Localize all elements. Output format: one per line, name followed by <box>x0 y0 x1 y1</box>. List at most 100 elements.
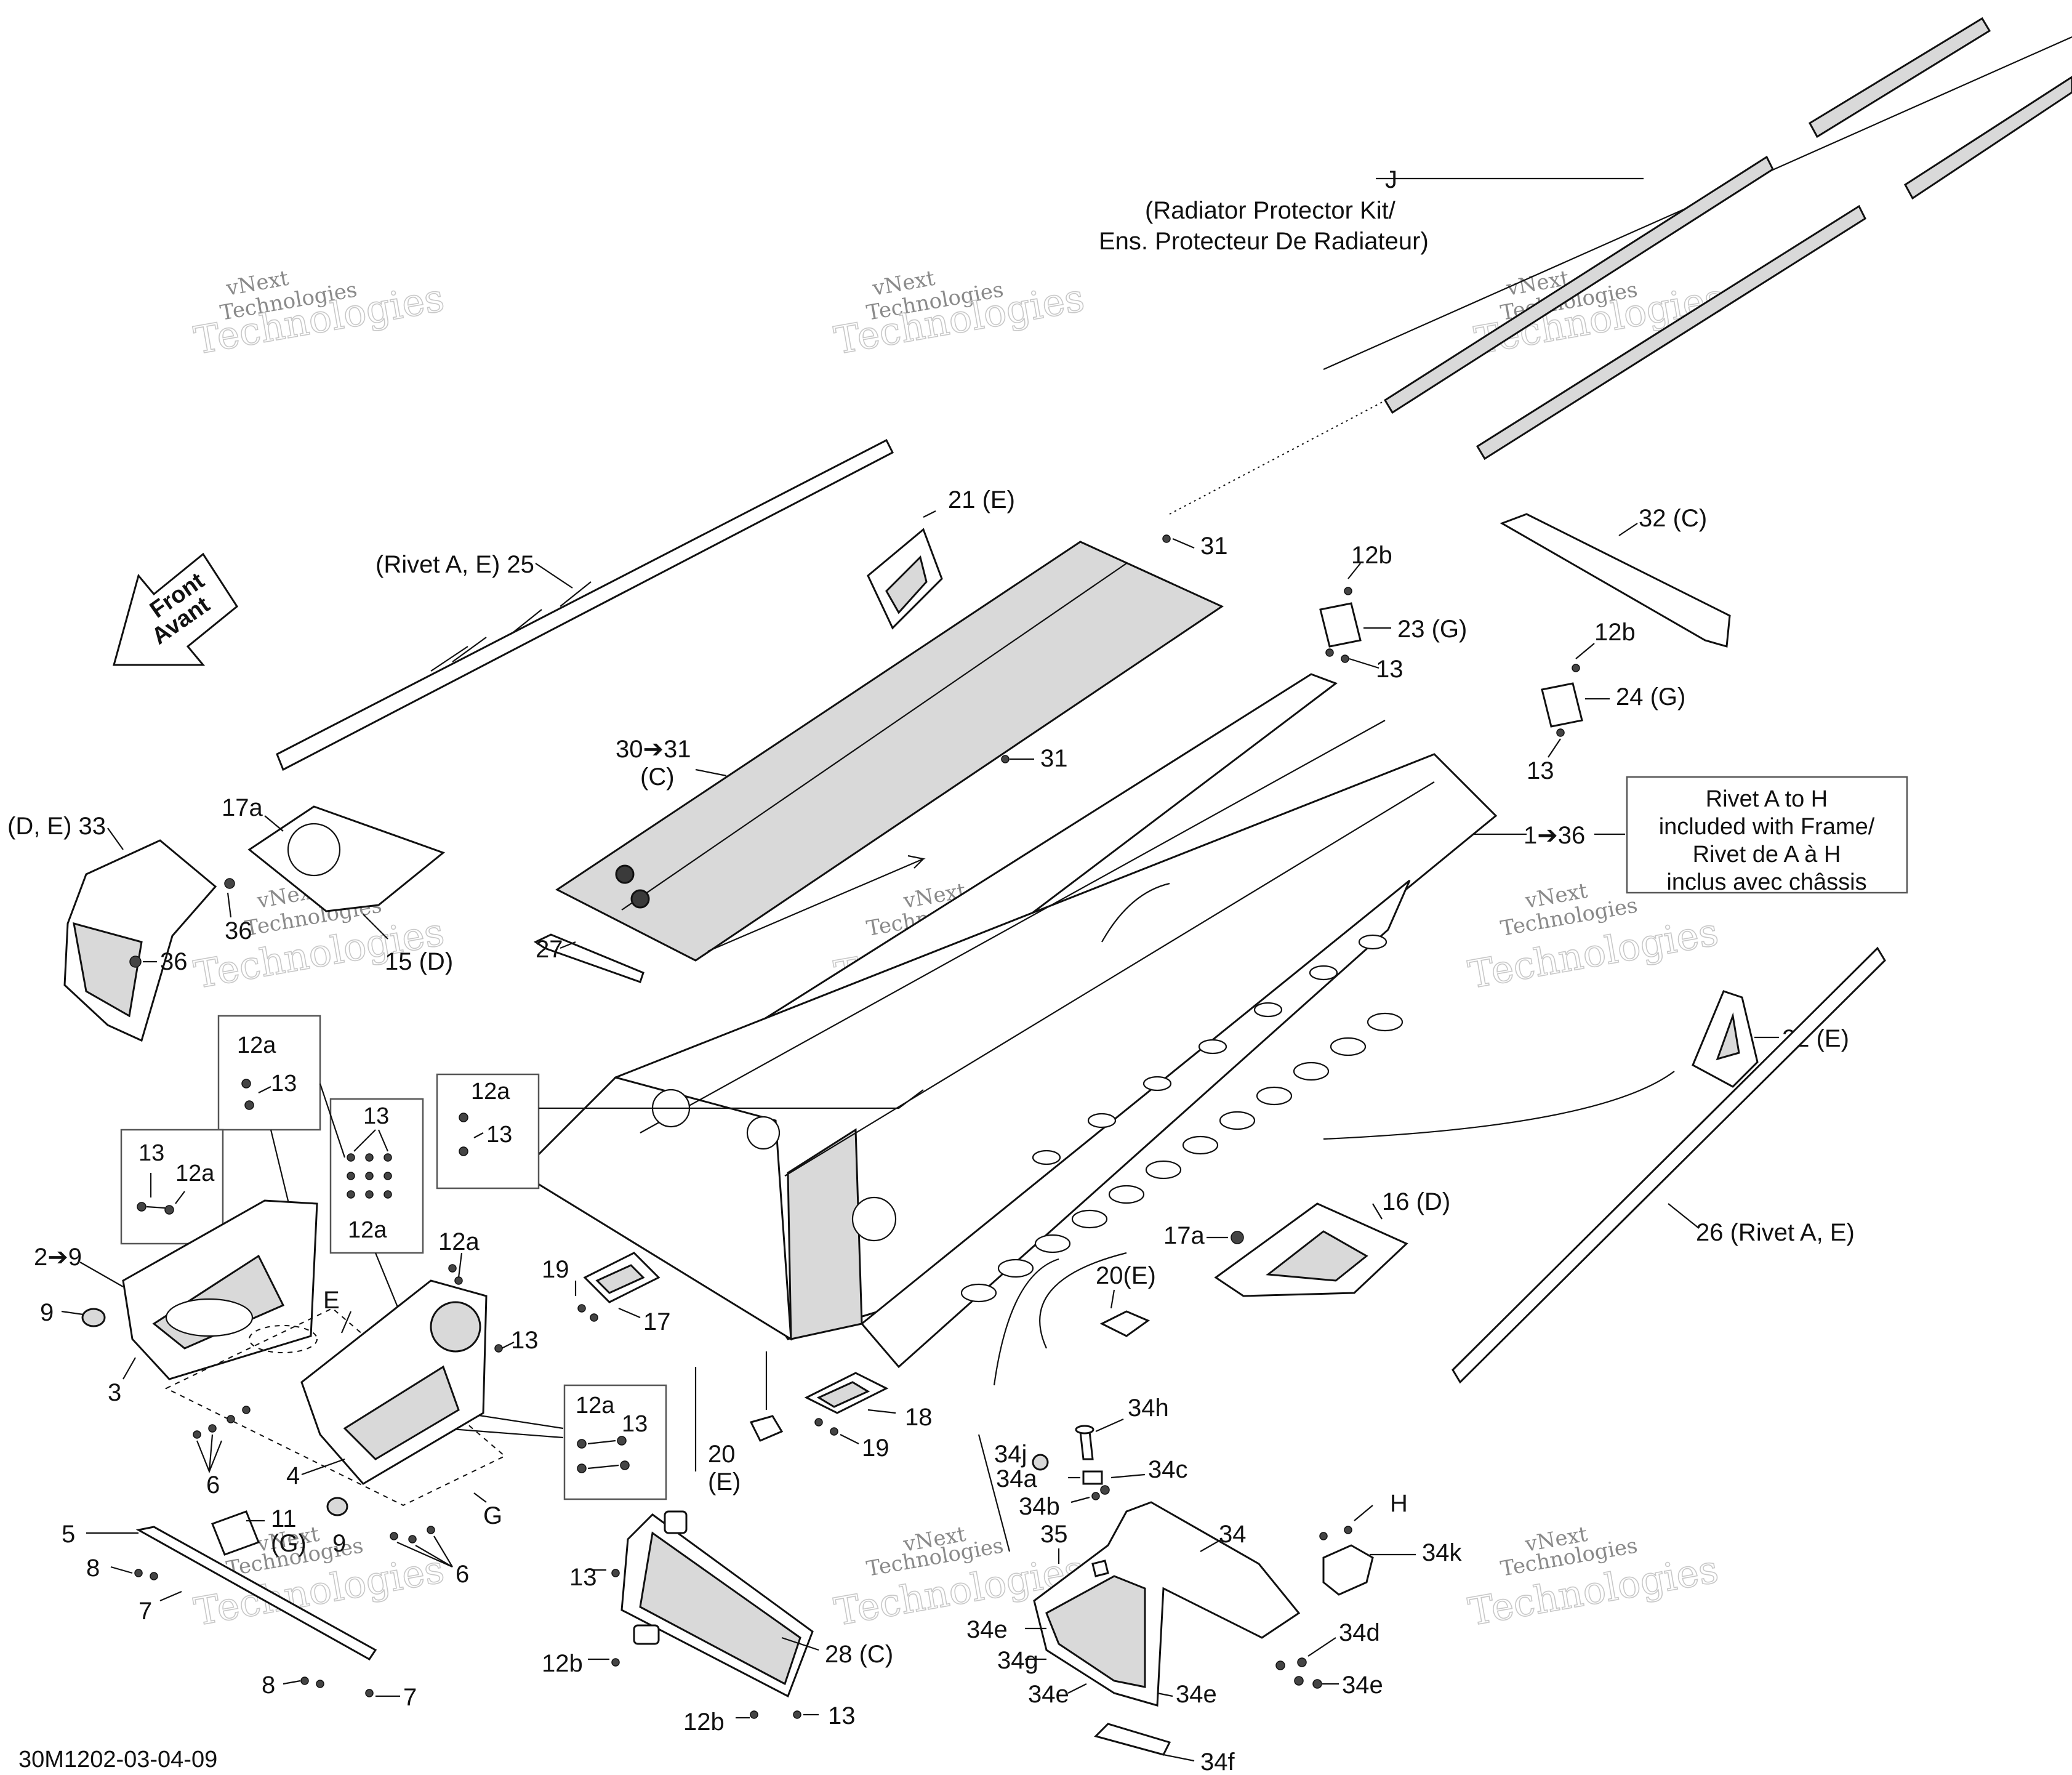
callout-18: 18 <box>905 1404 933 1431</box>
svg-text:12a: 12a <box>237 1032 276 1058</box>
callout-15d: 15 (D) <box>385 948 453 975</box>
svg-text:13: 13 <box>363 1103 389 1129</box>
rail-26: 26 (Rivet A, E) <box>1452 946 1886 1384</box>
svg-text:13: 13 <box>271 1071 297 1097</box>
watermark-top-center: vNext Technologies Technologies <box>830 266 1088 364</box>
part-20e-right: 20(E) <box>1096 1262 1156 1337</box>
callout-16d: 16 (D) <box>1382 1188 1450 1215</box>
part-34: 34 34h 34j 34a 34c 34b 35 34e 34g 34e <box>966 1395 1383 1775</box>
part-21: 21 (E) <box>867 486 1015 630</box>
callout-34f: 34f <box>1200 1749 1235 1775</box>
callout-13-f: 13 <box>511 1327 539 1354</box>
part-34k: H 34k <box>1319 1490 1462 1596</box>
kit-letter: J <box>1385 166 1397 193</box>
callout-31-a: 31 <box>1200 533 1228 560</box>
part-20-left: 20 (E) <box>694 1351 784 1495</box>
part-28: 13 12b 12b 13 28 (C) <box>542 1510 893 1736</box>
main-frame: 1➔36 <box>518 673 1625 1369</box>
callout-25: (Rivet A, E) 25 <box>375 551 534 578</box>
callout-13-j: 13 <box>828 1702 856 1729</box>
callout-24g: 24 (G) <box>1616 683 1685 710</box>
callout-19-a: 19 <box>542 1256 569 1283</box>
callout-6-a: 6 <box>206 1471 220 1499</box>
part-17: 19 17 <box>542 1252 671 1335</box>
callout-26: 26 (Rivet A, E) <box>1696 1219 1855 1246</box>
callout-7-b: 7 <box>403 1684 417 1711</box>
callout-34c: 34c <box>1148 1456 1188 1483</box>
part-5: 5 8 7 8 7 <box>62 1521 417 1711</box>
svg-text:13: 13 <box>139 1140 164 1166</box>
part-27: 27 <box>533 933 644 983</box>
callout-34g: 34g <box>997 1647 1038 1674</box>
callout-32c: 32 (C) <box>1639 505 1707 532</box>
callout-4: 4 <box>286 1462 300 1489</box>
rail-25: (Rivet A, E) 25 <box>276 438 894 771</box>
inset-box-c: 13 12a <box>329 1098 424 1254</box>
callout-13-b: 13 <box>1527 757 1554 784</box>
callout-34: 34 <box>1219 1521 1247 1548</box>
tunnel-cover-30: 30➔31 (C) 31 31 <box>555 533 1228 962</box>
callout-9-b: 9 <box>332 1530 346 1557</box>
callout-17a-a: 17a <box>222 794 263 821</box>
inset-box-a: 12a 13 <box>217 1015 321 1131</box>
callout-33: (D, E) 33 <box>7 813 106 840</box>
callout-3: 3 <box>108 1379 121 1406</box>
inset-box-e: 12a 13 <box>563 1384 667 1500</box>
callout-7-a: 7 <box>139 1598 152 1625</box>
watermark-mid-right: vNext Technologies Technologies <box>1464 879 1722 998</box>
callout-34e-b: 34e <box>1028 1681 1069 1708</box>
callout-20e: (E) <box>708 1468 741 1495</box>
callout-g: G <box>483 1502 502 1529</box>
callout-e: E <box>323 1287 340 1314</box>
svg-text:12a: 12a <box>576 1393 615 1419</box>
callout-20: 20 <box>708 1441 736 1468</box>
part-11: 11 (G) <box>211 1505 307 1557</box>
callout-13-a: 13 <box>1376 656 1403 683</box>
callout-36-a: 36 <box>225 917 252 944</box>
callout-34k: 34k <box>1422 1539 1462 1566</box>
svg-text:12a: 12a <box>471 1079 510 1105</box>
callout-11g: (G) <box>271 1530 307 1557</box>
callout-28c: 28 (C) <box>825 1641 893 1668</box>
svg-text:12a: 12a <box>348 1217 387 1243</box>
callout-2-9: 2➔9 <box>34 1244 82 1271</box>
callout-11: 11 <box>271 1505 297 1532</box>
watermark-bottom-right: vNext Technologies Technologies <box>1464 1522 1722 1635</box>
callout-27: 27 <box>536 936 563 963</box>
callout-13-i: 13 <box>569 1564 597 1591</box>
callout-34d: 34d <box>1339 1619 1380 1646</box>
callout-23g: 23 (G) <box>1397 616 1467 643</box>
callout-34b: 34b <box>1019 1493 1060 1520</box>
callout-19-b: 19 <box>862 1435 889 1462</box>
callout-34e-d: 34e <box>1342 1672 1383 1699</box>
protector-rail-3 <box>1808 17 1991 139</box>
radiator-protector-kit: J (Radiator Protector Kit/ Ens. Protecte… <box>1099 17 2072 515</box>
callout-12b-d: 12b <box>683 1709 725 1736</box>
part-23: 12b 23 (G) 13 <box>1319 542 1467 683</box>
callout-9-a: 9 <box>40 1299 54 1326</box>
svg-text:Rivet A to H: Rivet A to H <box>1706 786 1828 812</box>
frame-perforations <box>960 934 1403 1303</box>
callout-17: 17 <box>643 1308 671 1335</box>
leader-inset-d <box>539 1089 924 1109</box>
part-3: 2➔9 9 3 <box>34 1199 318 1406</box>
callout-30-c: (C) <box>640 763 675 791</box>
svg-text:13: 13 <box>622 1411 648 1437</box>
callout-34h: 34h <box>1128 1395 1169 1422</box>
callout-h: H <box>1390 1490 1408 1517</box>
callout-17a-b: 17a <box>1163 1222 1205 1249</box>
kit-title-fr: Ens. Protecteur De Radiateur) <box>1099 228 1429 255</box>
front-direction-arrow: Front Avant <box>113 552 238 666</box>
svg-text:12a: 12a <box>175 1161 215 1186</box>
watermark-top-left: vNext Technologies Technologies <box>190 266 448 364</box>
callout-5: 5 <box>62 1521 75 1548</box>
part-18: 18 19 <box>804 1372 933 1462</box>
part-4: 12a 13 4 9 <box>286 1228 539 1557</box>
part-16: 17a 16 (D) <box>1163 1188 1450 1297</box>
callout-8-a: 8 <box>86 1555 100 1582</box>
assembly-arrows <box>707 855 1170 1552</box>
callout-34e-c: 34e <box>1176 1681 1217 1708</box>
protector-rail-4 <box>1904 76 2072 200</box>
drawing-code: 30M1202-03-04-09 <box>18 1747 217 1773</box>
